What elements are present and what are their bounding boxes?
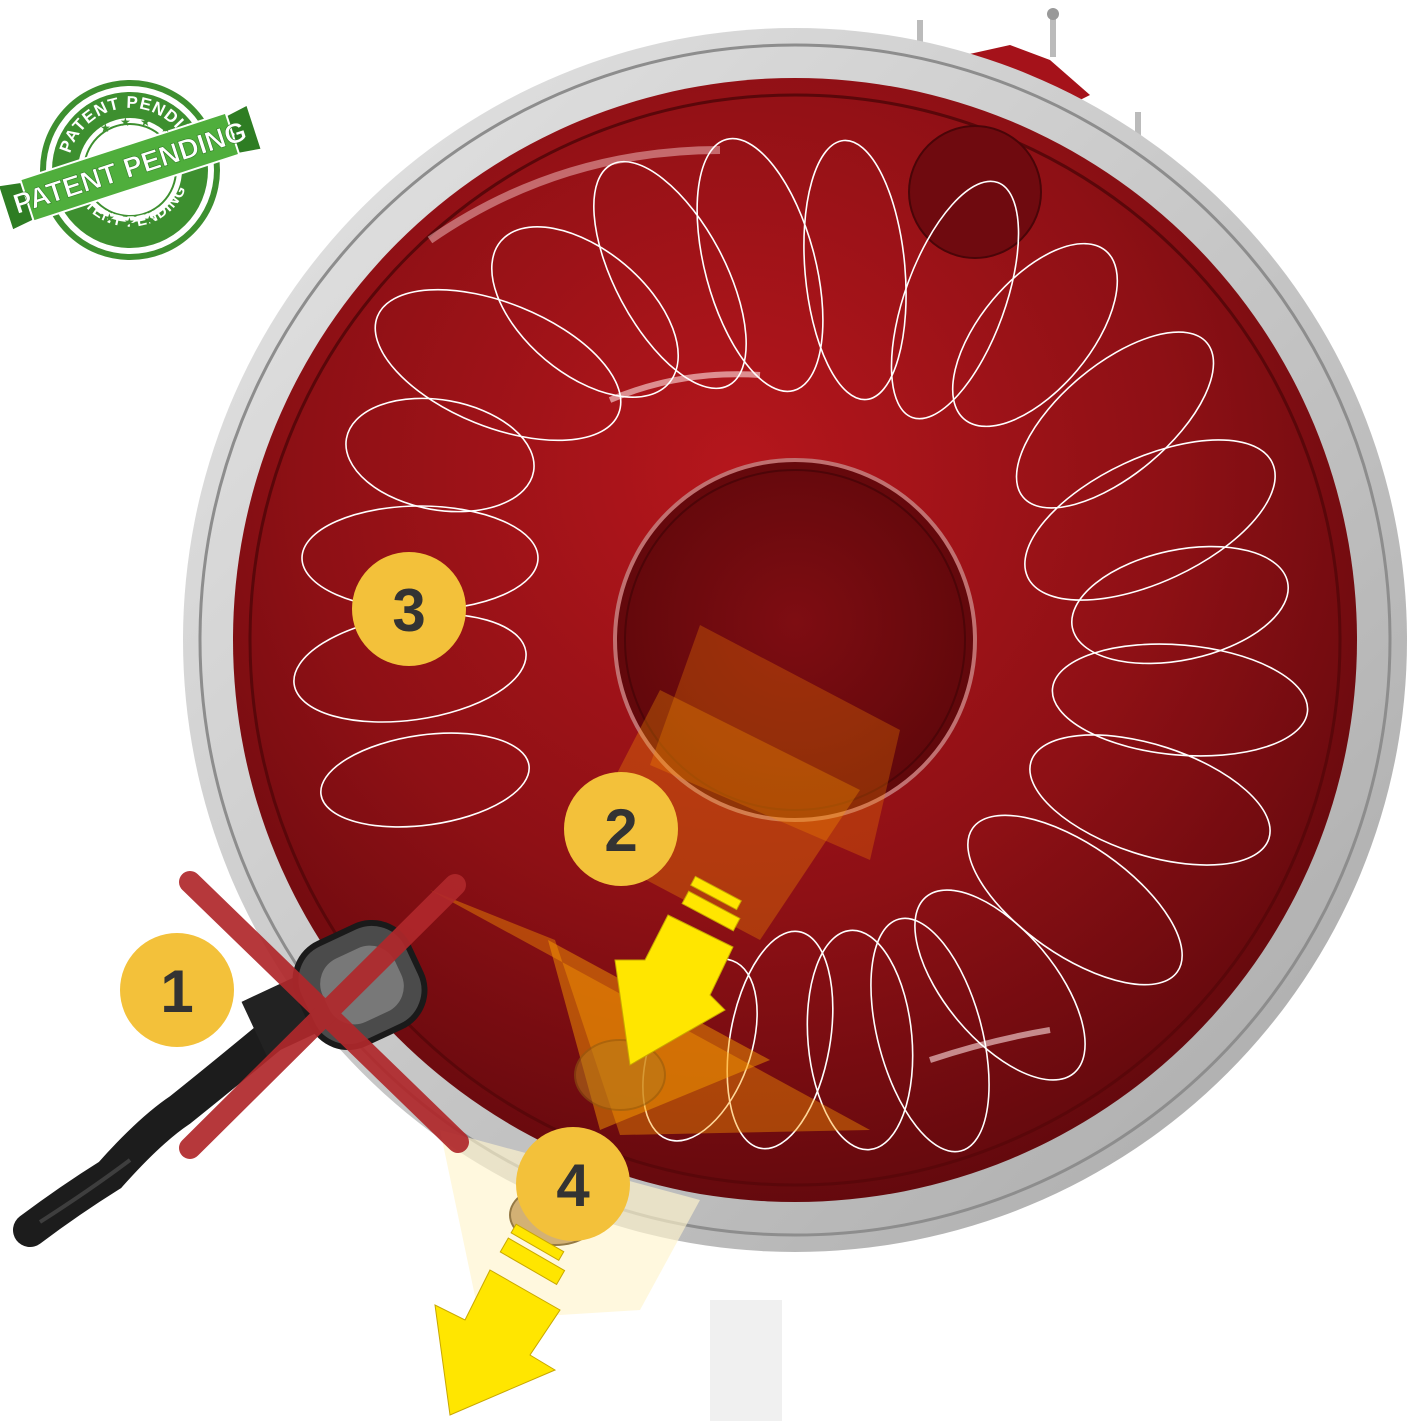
svg-text:★: ★ [144,213,155,227]
svg-text:★: ★ [104,211,115,225]
marker-1: 1 [120,933,234,1047]
marker-3: 3 [352,552,466,666]
marker-2: 2 [564,772,678,886]
svg-text:★: ★ [120,115,131,129]
svg-text:★: ★ [140,115,151,129]
svg-text:★: ★ [124,215,135,229]
marker-4: 4 [516,1127,630,1241]
marker-4-label: 4 [556,1152,590,1219]
marker-1-label: 1 [160,958,193,1025]
marker-2-label: 2 [604,797,637,864]
patent-pending-seal: PATENT PENDING PATENT PENDING PATENT PEN… [0,80,260,260]
marker-3-label: 3 [392,577,425,644]
svg-text:★: ★ [160,121,171,135]
svg-text:★: ★ [100,121,111,135]
